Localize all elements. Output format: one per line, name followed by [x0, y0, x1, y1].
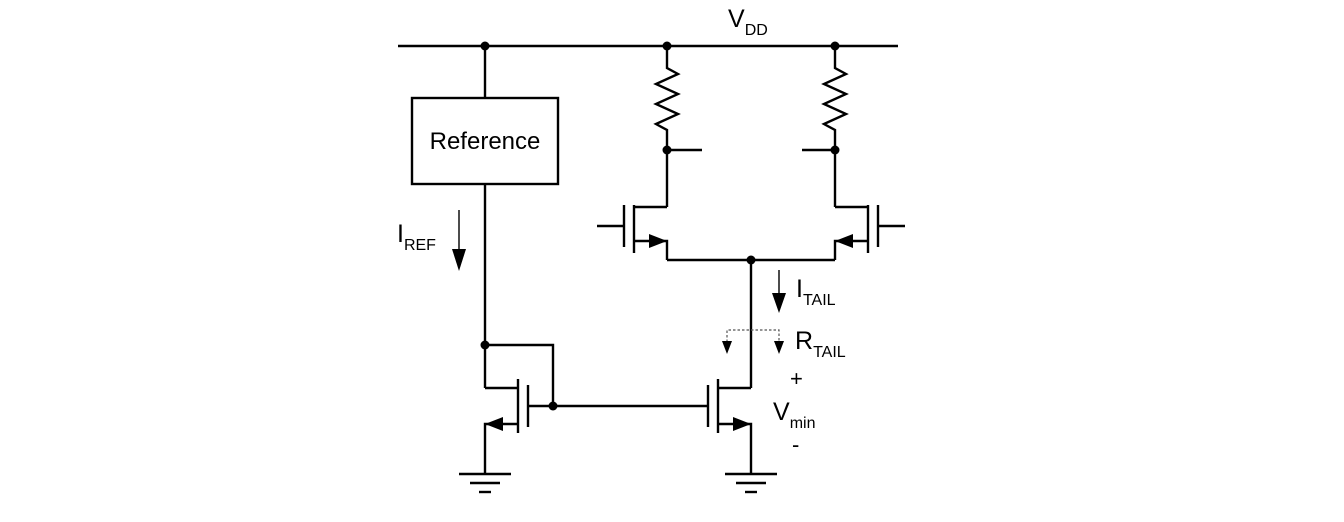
r-tail-label: RTAIL [795, 327, 846, 361]
vdd-label: VDD [728, 5, 768, 39]
ground-right [725, 472, 777, 494]
ground-left [459, 472, 511, 494]
left-load-resistor [653, 46, 681, 150]
tail-current-transistor [706, 379, 753, 474]
right-input-transistor [833, 205, 905, 260]
reference-mirror-transistor [483, 345, 553, 474]
i-ref-arrow [452, 210, 466, 271]
i-ref-label: IREF [397, 220, 436, 254]
left-input-transistor [597, 205, 669, 260]
reference-label: Reference [430, 128, 541, 155]
r-tail-probe [722, 329, 784, 354]
right-load-resistor [821, 46, 849, 150]
i-tail-arrow [772, 270, 786, 313]
diode-connection [485, 343, 555, 406]
i-tail-label: ITAIL [796, 275, 836, 309]
v-min-plus: + [790, 366, 803, 391]
v-min-minus: - [792, 432, 799, 457]
v-min-label: Vmin [773, 398, 815, 432]
